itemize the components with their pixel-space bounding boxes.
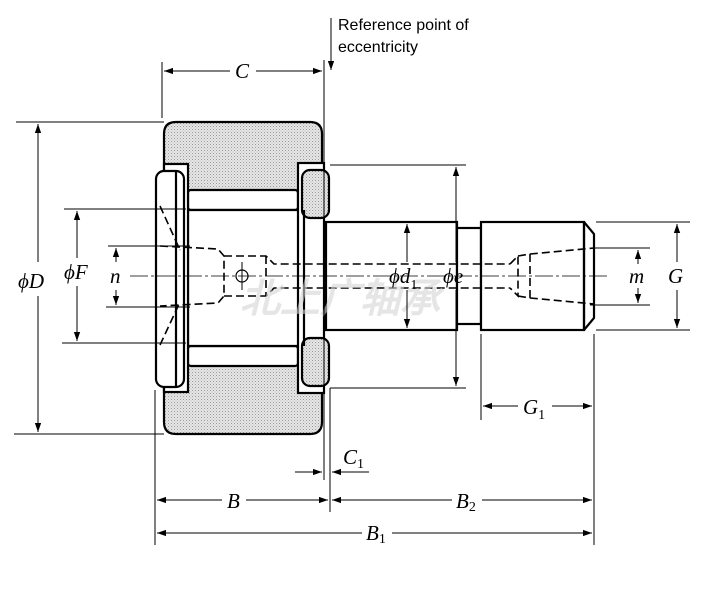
label-C1-sub: 1: [357, 457, 364, 472]
label-phi-d1-sub: 1: [410, 278, 417, 293]
label-C1: C1: [343, 445, 364, 472]
label-phi-d1-main: ϕd: [389, 264, 411, 288]
label-phi-e: ϕe: [443, 264, 463, 288]
label-m: m: [629, 264, 644, 288]
label-n: n: [110, 264, 121, 288]
extension-lines: [14, 60, 690, 545]
label-C1-main: C: [343, 445, 358, 469]
label-B2-main: B: [456, 489, 469, 513]
reference-note-line1: Reference point of: [338, 17, 469, 34]
label-B1: B1: [366, 521, 386, 547]
label-phi-D: ϕD: [18, 269, 44, 293]
label-B2: B2: [456, 489, 476, 515]
label-G1-sub: 1: [538, 408, 545, 423]
stud-head: [154, 161, 331, 395]
label-B1-sub: 1: [379, 532, 386, 547]
reference-note: Reference point of eccentricity: [338, 17, 469, 56]
label-G1: G1: [523, 395, 545, 423]
label-C: C: [235, 59, 250, 83]
label-phi-F: ϕF: [64, 260, 88, 284]
label-B2-sub: 2: [469, 500, 476, 515]
label-B: B: [227, 489, 240, 513]
reference-note-line2: eccentricity: [338, 39, 418, 56]
label-phi-d1: ϕd1: [389, 264, 417, 293]
label-G: G: [668, 264, 683, 288]
label-B1-main: B: [366, 521, 379, 545]
watermark: 北上广轴承: [240, 276, 445, 322]
label-G1-main: G: [523, 395, 538, 419]
dimension-lines: [34, 18, 681, 537]
